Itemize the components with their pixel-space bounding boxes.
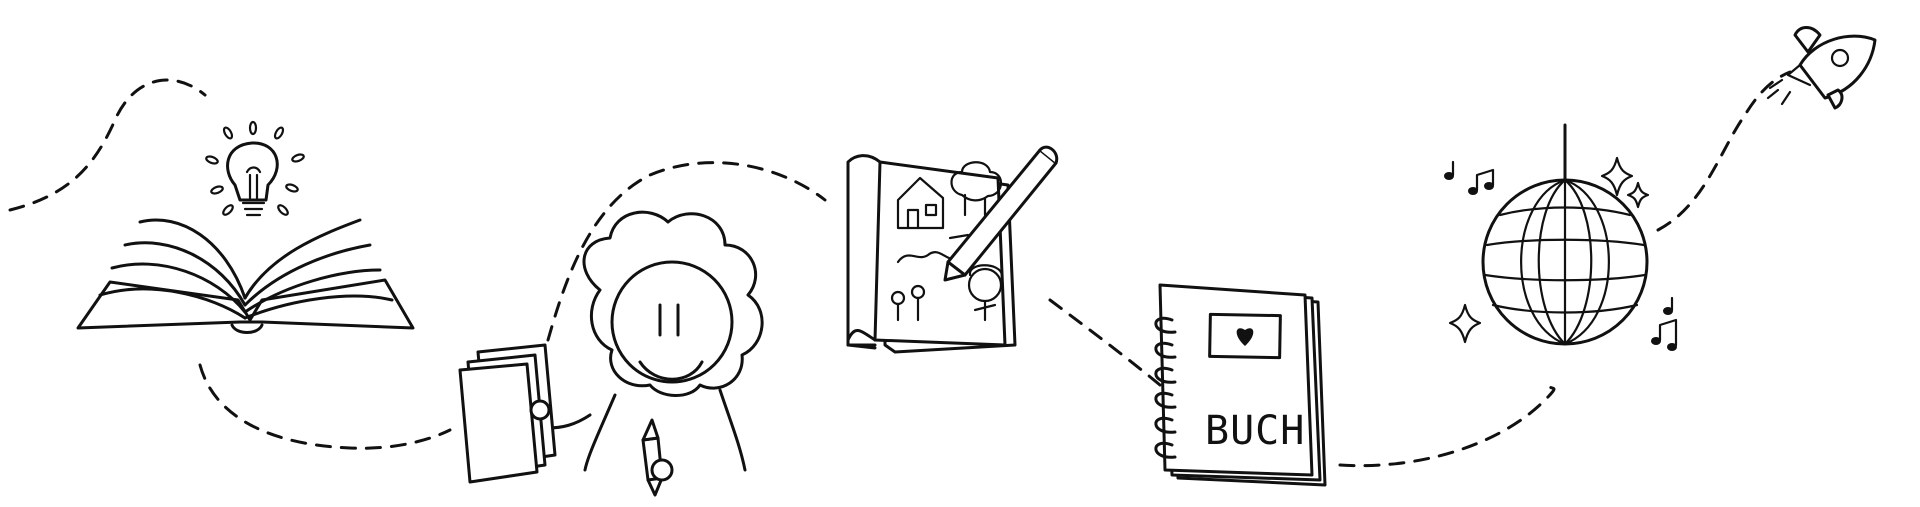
drawing-pencil-icon [943,145,1059,282]
sketchbook-drawing [846,145,1059,354]
spiral-notebook: BUCH [1154,283,1327,487]
spiral-rings [1154,316,1177,459]
child-drawing [967,264,1004,322]
disco-ball [1444,123,1678,351]
disco-ball-icon [1481,123,1649,346]
open-book-icon [76,218,415,334]
rocket [1766,26,1877,110]
rocket-icon [1766,26,1877,110]
lightbulb-icon [205,120,305,217]
notebook-icon: BUCH [1158,283,1327,487]
music-notes-icon [1444,160,1678,351]
tree-drawing [950,161,1003,217]
child-with-papers-and-pencil [458,210,764,497]
flowers-drawing [890,284,926,322]
house-drawing [896,176,945,230]
ground-line [948,233,970,240]
child-icon [546,210,764,472]
sparkle-icons [1448,156,1650,344]
pencil-icon [641,418,674,497]
notebook-title: BUCH [1205,408,1305,454]
heart-icon [1236,328,1254,346]
open-book-with-lightbulb [76,120,415,334]
papers-icon [458,343,557,484]
dashed-journey-path [8,70,1792,468]
